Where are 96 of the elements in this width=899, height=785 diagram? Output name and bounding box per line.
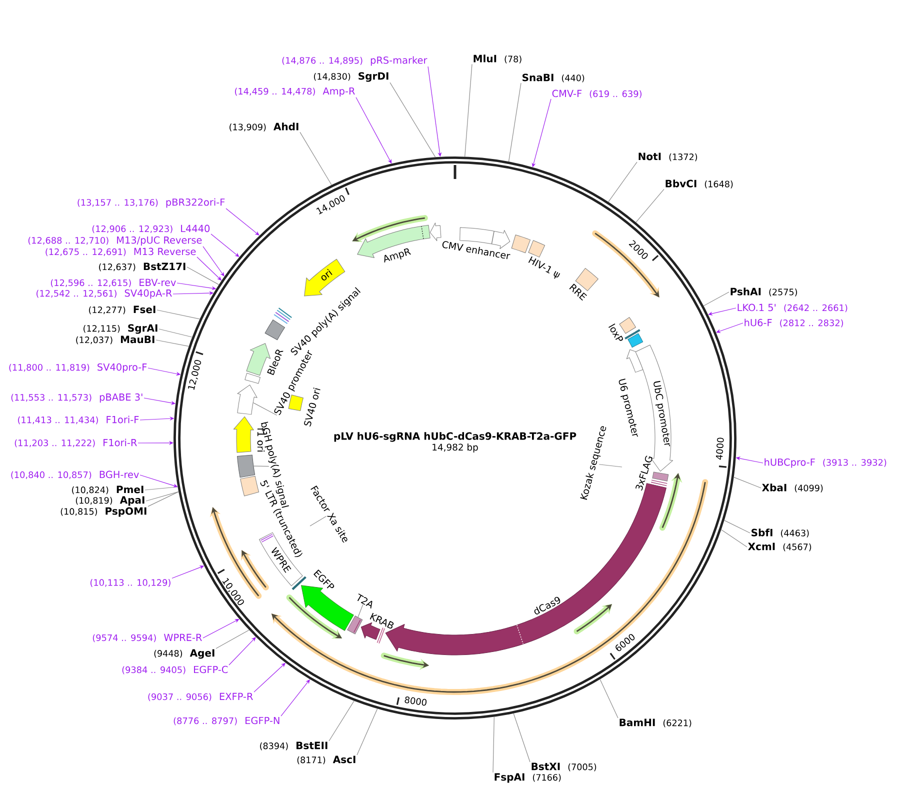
tick-label: 12,000	[188, 360, 202, 390]
restriction-site-label: (10,824) PmeI	[72, 486, 144, 494]
restriction-site-label: MluI (78)	[474, 54, 522, 64]
leader-line	[252, 402, 278, 416]
feature-label: KRAB	[370, 612, 394, 629]
leader-line	[733, 476, 762, 488]
primer-site-label: (13,157 .. 13,176) pBR322ori-F	[78, 198, 225, 208]
leader-line	[636, 188, 664, 223]
primer-site-label: (11,203 .. 11,222) F1ori-R	[14, 438, 137, 448]
restriction-site-label: (8171) AscI	[297, 756, 356, 764]
leader-line	[328, 700, 354, 742]
feature-box	[237, 454, 256, 478]
leader-line	[148, 491, 179, 507]
tick-label: 8000	[404, 696, 427, 706]
feature-label: Kozak sequence	[580, 426, 606, 500]
primer-site-label: CMV-F (619 .. 639)	[552, 90, 642, 98]
restriction-site-label: XcmI (4567)	[748, 542, 812, 552]
primer-site-label: (12,675 .. 12,691) M13 Reverse	[46, 248, 196, 256]
leader-line	[492, 716, 494, 773]
feature-box	[511, 234, 531, 254]
plasmid-name: pLV hU6-sgRNA hUbC-dCas9-KRAB-T2a-GFP	[334, 432, 576, 442]
primer-site-label: (9037 .. 9056) EXFP-R	[148, 692, 253, 702]
tick-label: 4000	[716, 438, 724, 460]
primer-site-label: (14,876 .. 14,895) pRS-marker	[282, 56, 428, 66]
leader-line	[703, 292, 730, 306]
leader-line	[253, 466, 270, 467]
restriction-site-label: (13,909) AhdI	[230, 122, 298, 132]
feature-box	[347, 616, 363, 634]
leader-line	[356, 708, 378, 756]
primer-site-label: (10,113 .. 10,129)	[90, 579, 170, 587]
leader-line	[724, 520, 750, 534]
primer-site-label: (11,553 .. 11,573) pBABE 3'	[11, 393, 142, 403]
leader-line	[508, 82, 522, 162]
feature-label: UbC promoter	[654, 380, 670, 446]
feature-label: SV40 ori	[304, 388, 320, 426]
primer-site-label: (9384 .. 9405) EGFP-C	[122, 666, 228, 674]
plasmid-size: 14,982 bp	[432, 444, 478, 452]
restriction-site-label: FspAI (7166)	[494, 773, 561, 783]
primer-site-label: LKO.1 5' (2642 .. 2661)	[738, 304, 848, 312]
restriction-site-label: SbfI (4463)	[752, 528, 809, 538]
feature-label: ori	[321, 268, 332, 280]
restriction-site-label: NotI (1372)	[638, 152, 698, 162]
leader-line	[716, 322, 744, 333]
restriction-site-label: (8394) BstEII	[260, 742, 328, 750]
restriction-site-label: BamHI (6221)	[620, 718, 692, 728]
feature-box	[244, 372, 260, 384]
feature-arc	[237, 384, 258, 415]
primer-site-label: (11,413 .. 11,434) F1ori-F	[18, 416, 139, 424]
feature-label: T2A	[357, 593, 372, 609]
leader-line	[608, 162, 638, 202]
leader-line	[598, 464, 622, 468]
restriction-site-label: (12,277) FseI	[89, 306, 156, 314]
primer-site-label: (8776 .. 8797) EGFP-N	[174, 716, 280, 726]
leader-line	[708, 308, 736, 316]
leader-line	[156, 340, 190, 347]
leader-line	[228, 637, 256, 666]
restriction-site-label: (10,819) ApaI	[76, 496, 144, 506]
primer-site-label: (11,800 .. 11,819) SV40pro-F	[9, 363, 147, 373]
leader-line	[464, 64, 472, 157]
leader-line	[158, 328, 192, 338]
leader-line	[300, 132, 332, 186]
leader-line	[146, 491, 179, 502]
leader-line	[513, 713, 530, 762]
leader-line	[720, 529, 748, 548]
restriction-site-label: PshAI (2575)	[730, 288, 797, 296]
restriction-site-label: (12,115) SgrAI	[84, 324, 158, 334]
leader-line	[186, 266, 220, 285]
restriction-site-label: BbvCI (1648)	[666, 180, 733, 188]
leader-line	[216, 630, 250, 649]
restriction-site-label: BstXI (7005)	[532, 762, 596, 772]
leader-line	[310, 516, 327, 526]
primer-site-label: (12,906 .. 12,923) L4440	[92, 224, 210, 234]
leader-line	[144, 486, 178, 490]
restriction-site-label: SnaBI (440)	[522, 74, 584, 82]
restriction-site-label: (14,830) SgrDI	[314, 72, 388, 82]
primer-site-label: (12,542 .. 12,561) SV40pA-R	[36, 289, 172, 299]
leader-line	[390, 82, 436, 158]
restriction-site-label: (12,637) BstZ17I	[99, 262, 186, 272]
restriction-site-label: (9448) AgeI	[154, 649, 214, 659]
primer-site-label: (10,840 .. 10,857) BGH-rev	[11, 470, 139, 480]
feature-arc	[430, 222, 442, 242]
leader-line	[156, 310, 200, 320]
leader-line	[226, 208, 260, 236]
feature-label: AmpR	[384, 248, 412, 262]
primer-site-label: hUBCpro-F (3913 .. 3932)	[764, 458, 886, 468]
restriction-site-label: (12,037) MauBI	[76, 336, 154, 344]
primer-site-label: (14,459 .. 14,478) Amp-R	[235, 87, 355, 97]
leader-line	[358, 604, 364, 618]
restriction-site-label: (10,815) PspOMI	[60, 507, 146, 517]
feature-label: CMV enhancer	[442, 241, 510, 260]
primer-site-label: (12,596 .. 12,615) EBV-rev	[50, 278, 176, 288]
restriction-site-label: XbaI (4099)	[762, 484, 823, 492]
primer-site-label: hU6-F (2812 .. 2832)	[744, 318, 844, 328]
leader-line	[600, 678, 618, 718]
primer-site-label: (12,688 .. 12,710) M13/pUC Reverse	[28, 236, 202, 246]
primer-site-label: (9574 .. 9594) WPRE-R	[92, 634, 202, 642]
